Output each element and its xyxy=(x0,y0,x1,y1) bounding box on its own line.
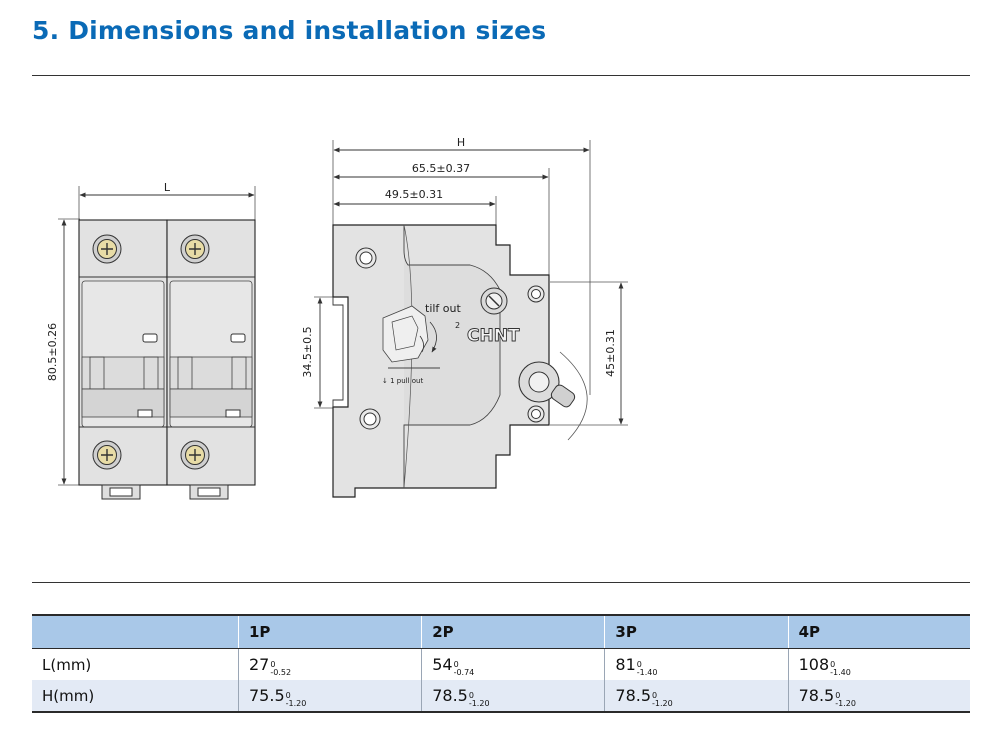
step2-label: 2 xyxy=(455,321,460,330)
pole-left xyxy=(78,219,168,500)
front-view: L 80.5±0.26 xyxy=(46,181,256,500)
dim-65-label: 65.5±0.37 xyxy=(412,162,470,175)
dim-49-label: 49.5±0.31 xyxy=(385,188,443,201)
dim-45-label: 45±0.31 xyxy=(604,329,617,377)
top-divider xyxy=(32,75,970,76)
header-1p: 1P xyxy=(237,614,422,649)
brand-logo: CHNT xyxy=(467,326,520,346)
row-label: L(mm) xyxy=(32,648,239,680)
front-width-label: L xyxy=(164,181,171,194)
dim-h-label: H xyxy=(457,136,465,149)
page-title: 5. Dimensions and installation sizes xyxy=(32,16,547,45)
pole-right xyxy=(166,219,256,500)
header-blank xyxy=(32,614,239,649)
front-height-label: 80.5±0.26 xyxy=(46,323,59,381)
dimension-drawing: L 80.5±0.26 xyxy=(46,136,628,500)
table-divider xyxy=(32,582,970,583)
side-view: H 65.5±0.37 49.5±0.31 34.5±0.5 45±0.31 xyxy=(301,136,628,498)
header-2p: 2P xyxy=(421,614,605,649)
table-header-row: 1P 2P 3P 4P xyxy=(32,614,970,649)
header-3p: 3P xyxy=(604,614,789,649)
row-label: H(mm) xyxy=(32,680,239,713)
tilt-label: tilf out xyxy=(425,302,461,315)
pull-label: ↓ 1 pull out xyxy=(382,377,423,385)
dim-345-label: 34.5±0.5 xyxy=(301,326,314,377)
header-4p: 4P xyxy=(787,614,970,649)
